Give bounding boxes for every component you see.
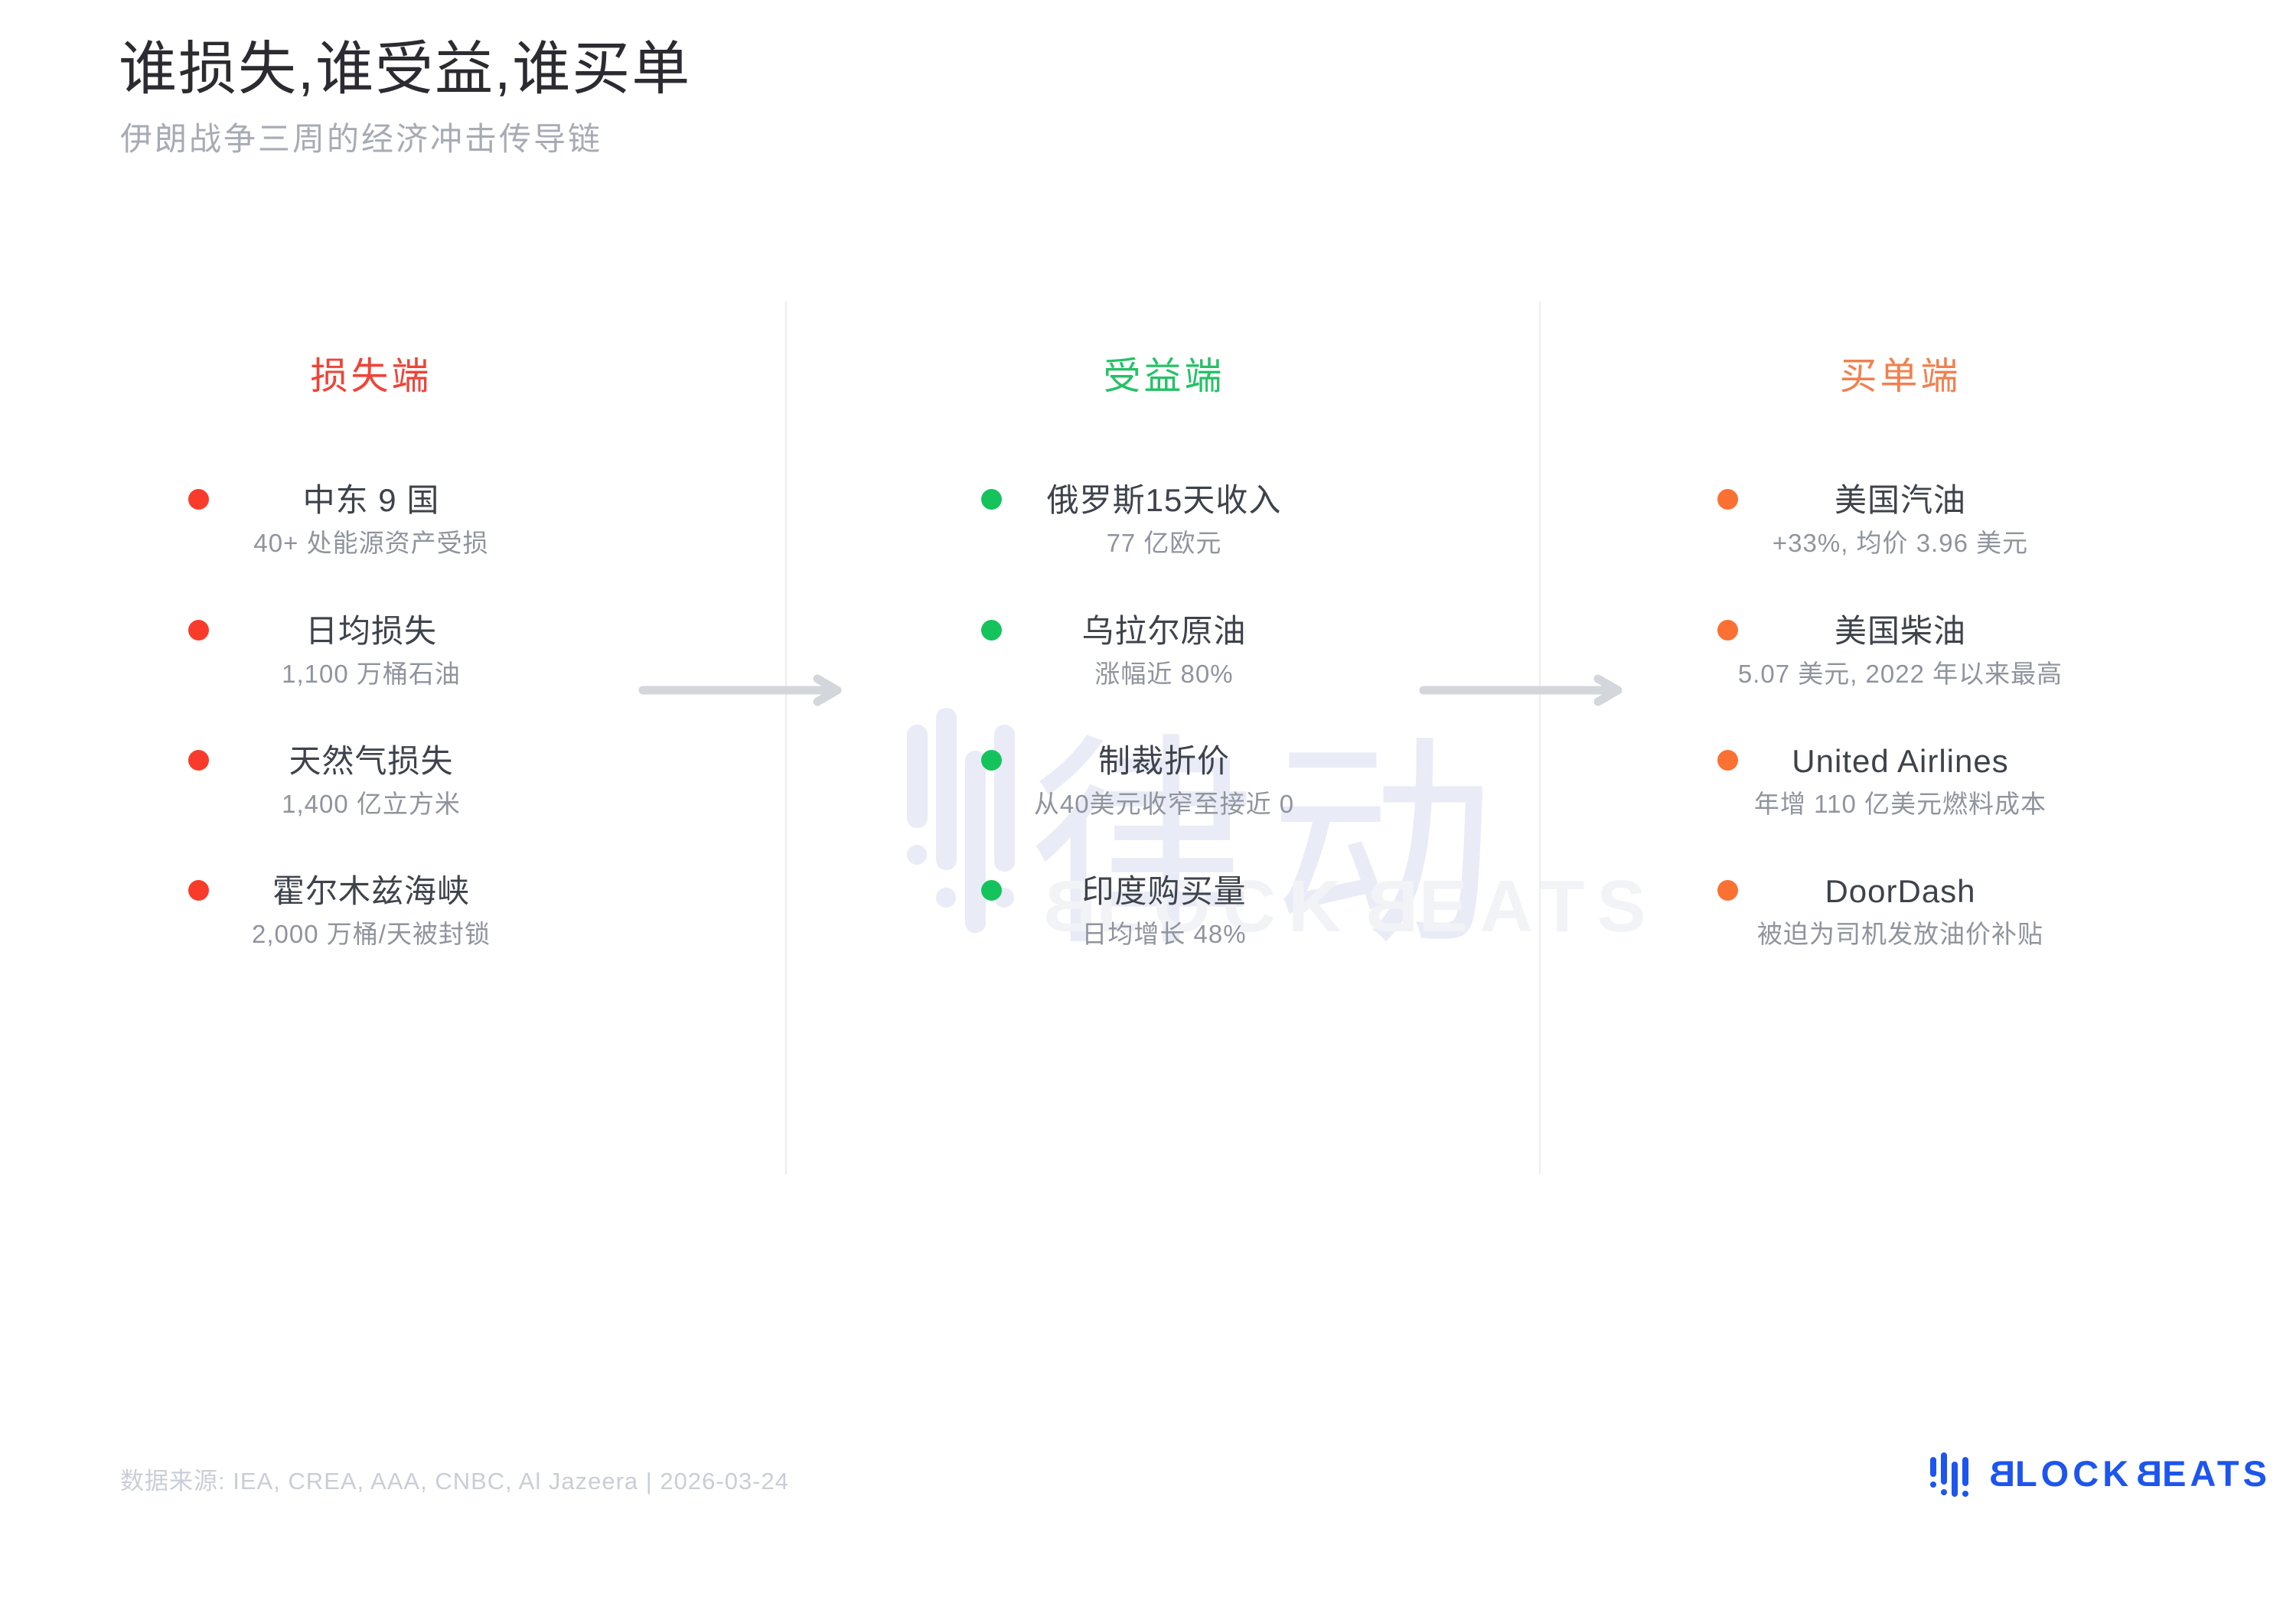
bullet-dot-icon: [981, 750, 1002, 771]
list-item: United Airlines 年增 110 亿美元燃料成本: [1617, 743, 2183, 819]
item-title: 乌拉尔原油: [1081, 613, 1247, 649]
item-desc: 40+ 处能源资产受损: [253, 529, 489, 557]
item-title: 制裁折价: [1097, 743, 1230, 779]
item-desc: 日均增长 48%: [1081, 920, 1247, 948]
item-desc: 涨幅近 80%: [1094, 660, 1234, 688]
column-loss-header: 损失端: [310, 356, 432, 397]
item-title: 天然气损失: [289, 743, 454, 779]
list-item: 美国汽油 +33%, 均价 3.96 美元: [1617, 482, 2183, 558]
bullet-dot-icon: [188, 489, 209, 510]
blockbeats-wordmark: BLOCKBEATS: [1985, 1453, 2271, 1494]
list-item: 美国柴油 5.07 美元, 2022 年以来最高: [1617, 613, 2183, 689]
item-desc: 从40美元收窄至接近 0: [1033, 790, 1295, 818]
item-title: 印度购买量: [1081, 873, 1247, 909]
bullet-dot-icon: [1717, 489, 1738, 510]
column-divider: [785, 302, 787, 1174]
list-item: 俄罗斯15天收入 77 亿欧元: [881, 482, 1447, 558]
data-source-note: 数据来源: IEA, CREA, AAA, CNBC, Al Jazeera |…: [120, 1468, 789, 1495]
bullet-dot-icon: [981, 880, 1002, 901]
item-title: 日均损失: [305, 613, 437, 649]
flow-arrow-icon: [1419, 674, 1623, 706]
bullet-dot-icon: [1717, 880, 1738, 901]
bullet-dot-icon: [981, 489, 1002, 510]
list-item: 乌拉尔原油 涨幅近 80%: [881, 613, 1447, 689]
bullet-dot-icon: [1717, 750, 1738, 771]
item-desc: 1,400 亿立方米: [282, 790, 461, 818]
item-title: 美国汽油: [1834, 482, 1966, 518]
page-title: 谁损失,谁受益,谁买单: [119, 37, 692, 102]
item-desc: 5.07 美元, 2022 年以来最高: [1737, 660, 2063, 688]
item-desc: 年增 110 亿美元燃料成本: [1754, 790, 2047, 818]
column-payer: 买单端 美国汽油 +33%, 均价 3.96 美元 美国柴油 5.07 美元, …: [1617, 0, 2183, 1224]
item-title: United Airlines: [1792, 743, 2009, 779]
flow-arrow-icon: [638, 674, 842, 706]
list-item: 天然气损失 1,400 亿立方米: [88, 743, 654, 819]
list-item: 印度购买量 日均增长 48%: [881, 873, 1447, 949]
watermark: 律动 BLOCKBEATS: [907, 708, 1646, 972]
item-desc: 1,100 万桶石油: [282, 660, 461, 688]
bullet-dot-icon: [188, 880, 209, 901]
item-title: 美国柴油: [1834, 613, 1966, 649]
column-loss: 损失端 中东 9 国 40+ 处能源资产受损 日均损失 1,100 万桶石油 天…: [88, 0, 654, 1224]
watermark-chinese-text: 律动: [1029, 719, 1508, 972]
blockbeats-bars-icon: [1930, 1452, 1968, 1497]
item-desc: 被迫为司机发放油价补贴: [1757, 920, 2043, 948]
item-title: DoorDash: [1825, 873, 1976, 909]
bullet-dot-icon: [188, 750, 209, 771]
item-desc: +33%, 均价 3.96 美元: [1772, 529, 2029, 557]
bullet-dot-icon: [981, 620, 1002, 641]
bullet-dot-icon: [1717, 620, 1738, 641]
list-item: 日均损失 1,100 万桶石油: [88, 613, 654, 689]
bullet-dot-icon: [188, 620, 209, 641]
item-title: 俄罗斯15天收入: [1046, 482, 1282, 518]
column-benefit: 受益端 俄罗斯15天收入 77 亿欧元 乌拉尔原油 涨幅近 80% 制裁折价 从…: [881, 0, 1447, 1224]
list-item: 霍尔木兹海峡 2,000 万桶/天被封锁: [88, 873, 654, 949]
item-title: 霍尔木兹海峡: [272, 873, 470, 909]
page-subtitle: 伊朗战争三周的经济冲击传导链: [120, 121, 603, 157]
list-item: 制裁折价 从40美元收窄至接近 0: [881, 743, 1447, 819]
list-item: 中东 9 国 40+ 处能源资产受损: [88, 482, 654, 558]
column-payer-header: 买单端: [1839, 356, 1962, 397]
list-item: DoorDash 被迫为司机发放油价补贴: [1617, 873, 2183, 949]
watermark-wordmark: BLOCKBEATS: [1031, 865, 1658, 947]
column-benefit-header: 受益端: [1103, 356, 1225, 397]
item-desc: 2,000 万桶/天被封锁: [252, 920, 491, 948]
column-divider: [1539, 302, 1541, 1174]
item-desc: 77 亿欧元: [1106, 529, 1222, 557]
item-title: 中东 9 国: [302, 482, 440, 518]
